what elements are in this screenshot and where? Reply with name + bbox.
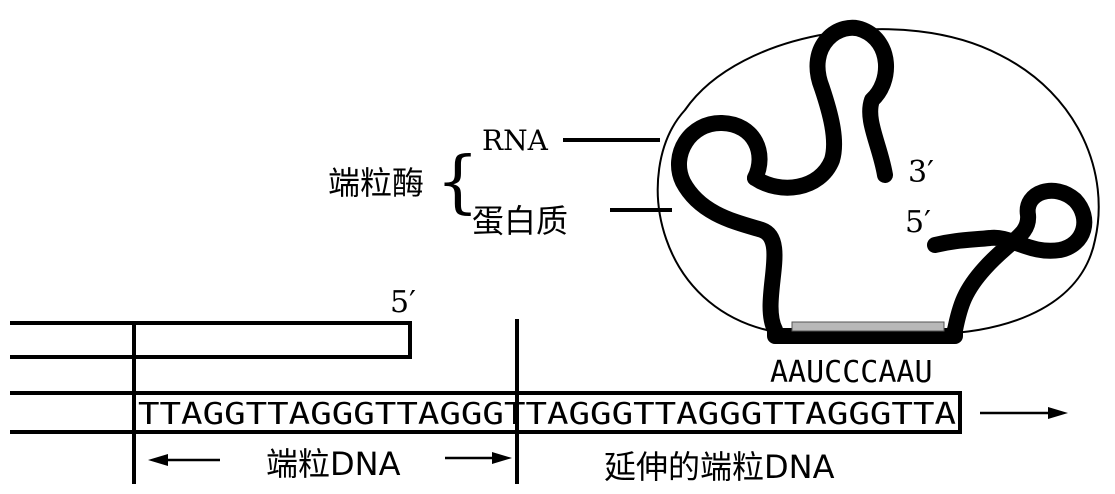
telomere-dna-label: 端粒DNA <box>266 445 401 483</box>
dna-sequence: TTAGGTTAGGGTTAGGGTTAGGGTTAGGGTTAGGGTTA <box>138 397 956 432</box>
rna-component-label: RNA <box>482 124 549 157</box>
dna-5prime-label: 5′ <box>390 285 416 320</box>
template-region <box>791 321 945 332</box>
dna-bottom-strand <box>10 391 134 434</box>
telomere-span-arrow-right <box>445 452 512 464</box>
rna-5prime-label: 5′ <box>905 205 931 240</box>
enzyme-label: 端粒酶 <box>328 164 424 202</box>
telomere-span-arrow-left <box>148 454 220 466</box>
dna-top-strand <box>10 321 412 359</box>
brace-symbol: { <box>436 143 479 222</box>
extended-telomere-dna-label: 延伸的端粒DNA <box>604 448 835 486</box>
protein-component-label: 蛋白质 <box>472 202 568 240</box>
rna-3prime-label: 3′ <box>908 155 934 190</box>
rna-strand <box>671 19 1093 344</box>
rna-template-sequence: AAUCCCAAU <box>770 355 933 390</box>
telomerase-outline <box>656 28 1100 335</box>
extension-arrow <box>980 407 1068 419</box>
